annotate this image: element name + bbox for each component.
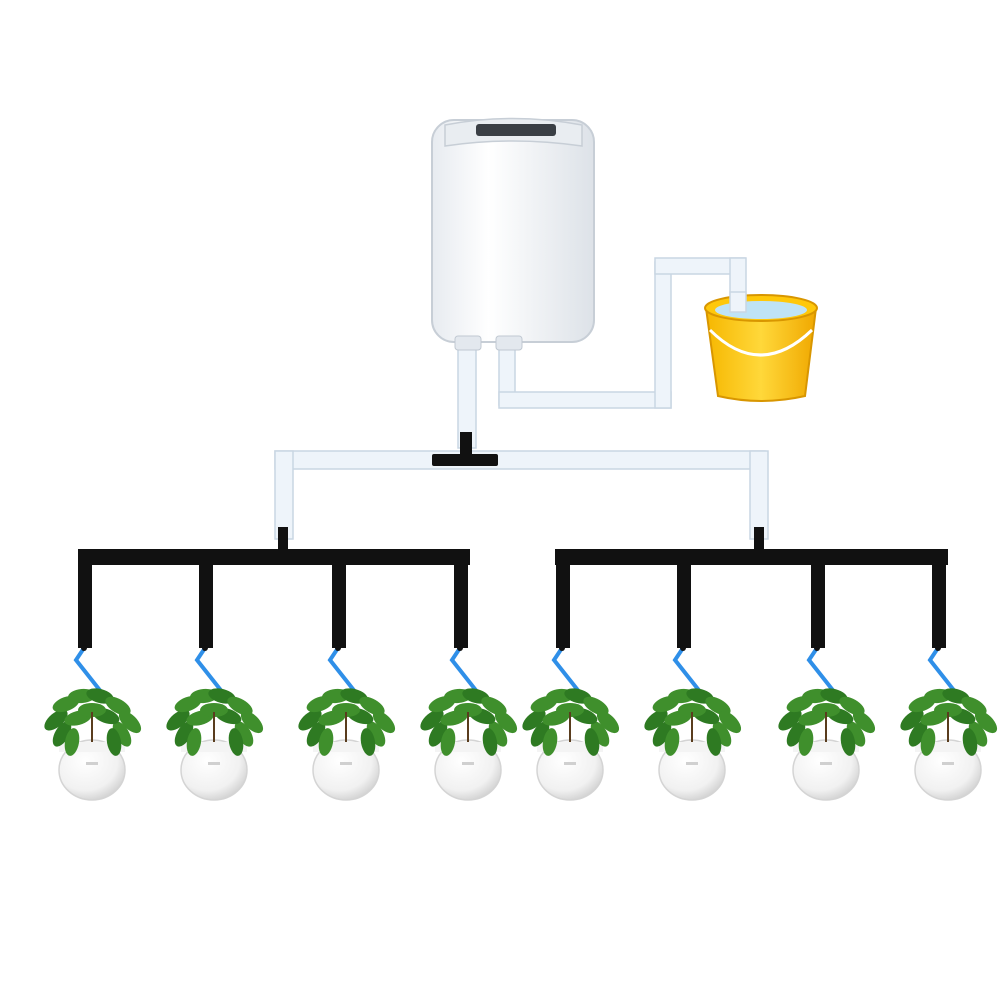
drip-drop-tube: [677, 556, 691, 648]
drip-drop-tube: [811, 556, 825, 648]
blue-dripper-icon: [551, 645, 586, 700]
blue-dripper-icon: [806, 645, 841, 700]
plant-foliage: [44, 688, 142, 756]
potted-plant-icon: [644, 688, 742, 801]
potted-plant-icon: [778, 688, 876, 801]
drip-drop-tube: [78, 556, 92, 648]
water-pump-controller-icon: [431, 117, 595, 351]
plant-foliage: [522, 688, 620, 756]
blue-dripper-icon: [327, 645, 362, 700]
branch-connectors: [278, 527, 764, 549]
drip-drop-tube: [332, 556, 346, 648]
plant-foliage: [778, 688, 876, 756]
potted-plant-icon: [522, 688, 620, 801]
potted-plant-icon: [420, 688, 518, 801]
drip-branch-right: [555, 549, 948, 648]
plant-foliage: [166, 688, 264, 756]
blue-dripper-icon: [927, 645, 962, 700]
plant-row: [44, 688, 998, 801]
manifold-tube: [555, 549, 948, 565]
plant-foliage: [420, 688, 518, 756]
drip-tubes: [73, 549, 962, 700]
blue-dripper-icon: [672, 645, 707, 700]
drip-drop-tube: [932, 556, 946, 648]
potted-plant-icon: [44, 688, 142, 801]
plant-foliage: [644, 688, 742, 756]
blue-dripper-icon: [449, 645, 484, 700]
drip-drop-tube: [199, 556, 213, 648]
drip-branch-left: [78, 549, 470, 648]
plant-foliage: [298, 688, 396, 756]
supply-tubes: [274, 257, 769, 540]
drip-drop-tube: [556, 556, 570, 648]
potted-plant-icon: [298, 688, 396, 801]
yellow-bucket-icon: [704, 291, 818, 402]
manifold-tube: [78, 549, 470, 565]
potted-plant-icon: [166, 688, 264, 801]
drip-drop-tube: [454, 556, 468, 648]
blue-dripper-icon: [194, 645, 229, 700]
plant-foliage: [900, 688, 998, 756]
blue-dripper-icon: [73, 645, 108, 700]
tee-connector: [432, 432, 498, 466]
potted-plant-icon: [900, 688, 998, 801]
